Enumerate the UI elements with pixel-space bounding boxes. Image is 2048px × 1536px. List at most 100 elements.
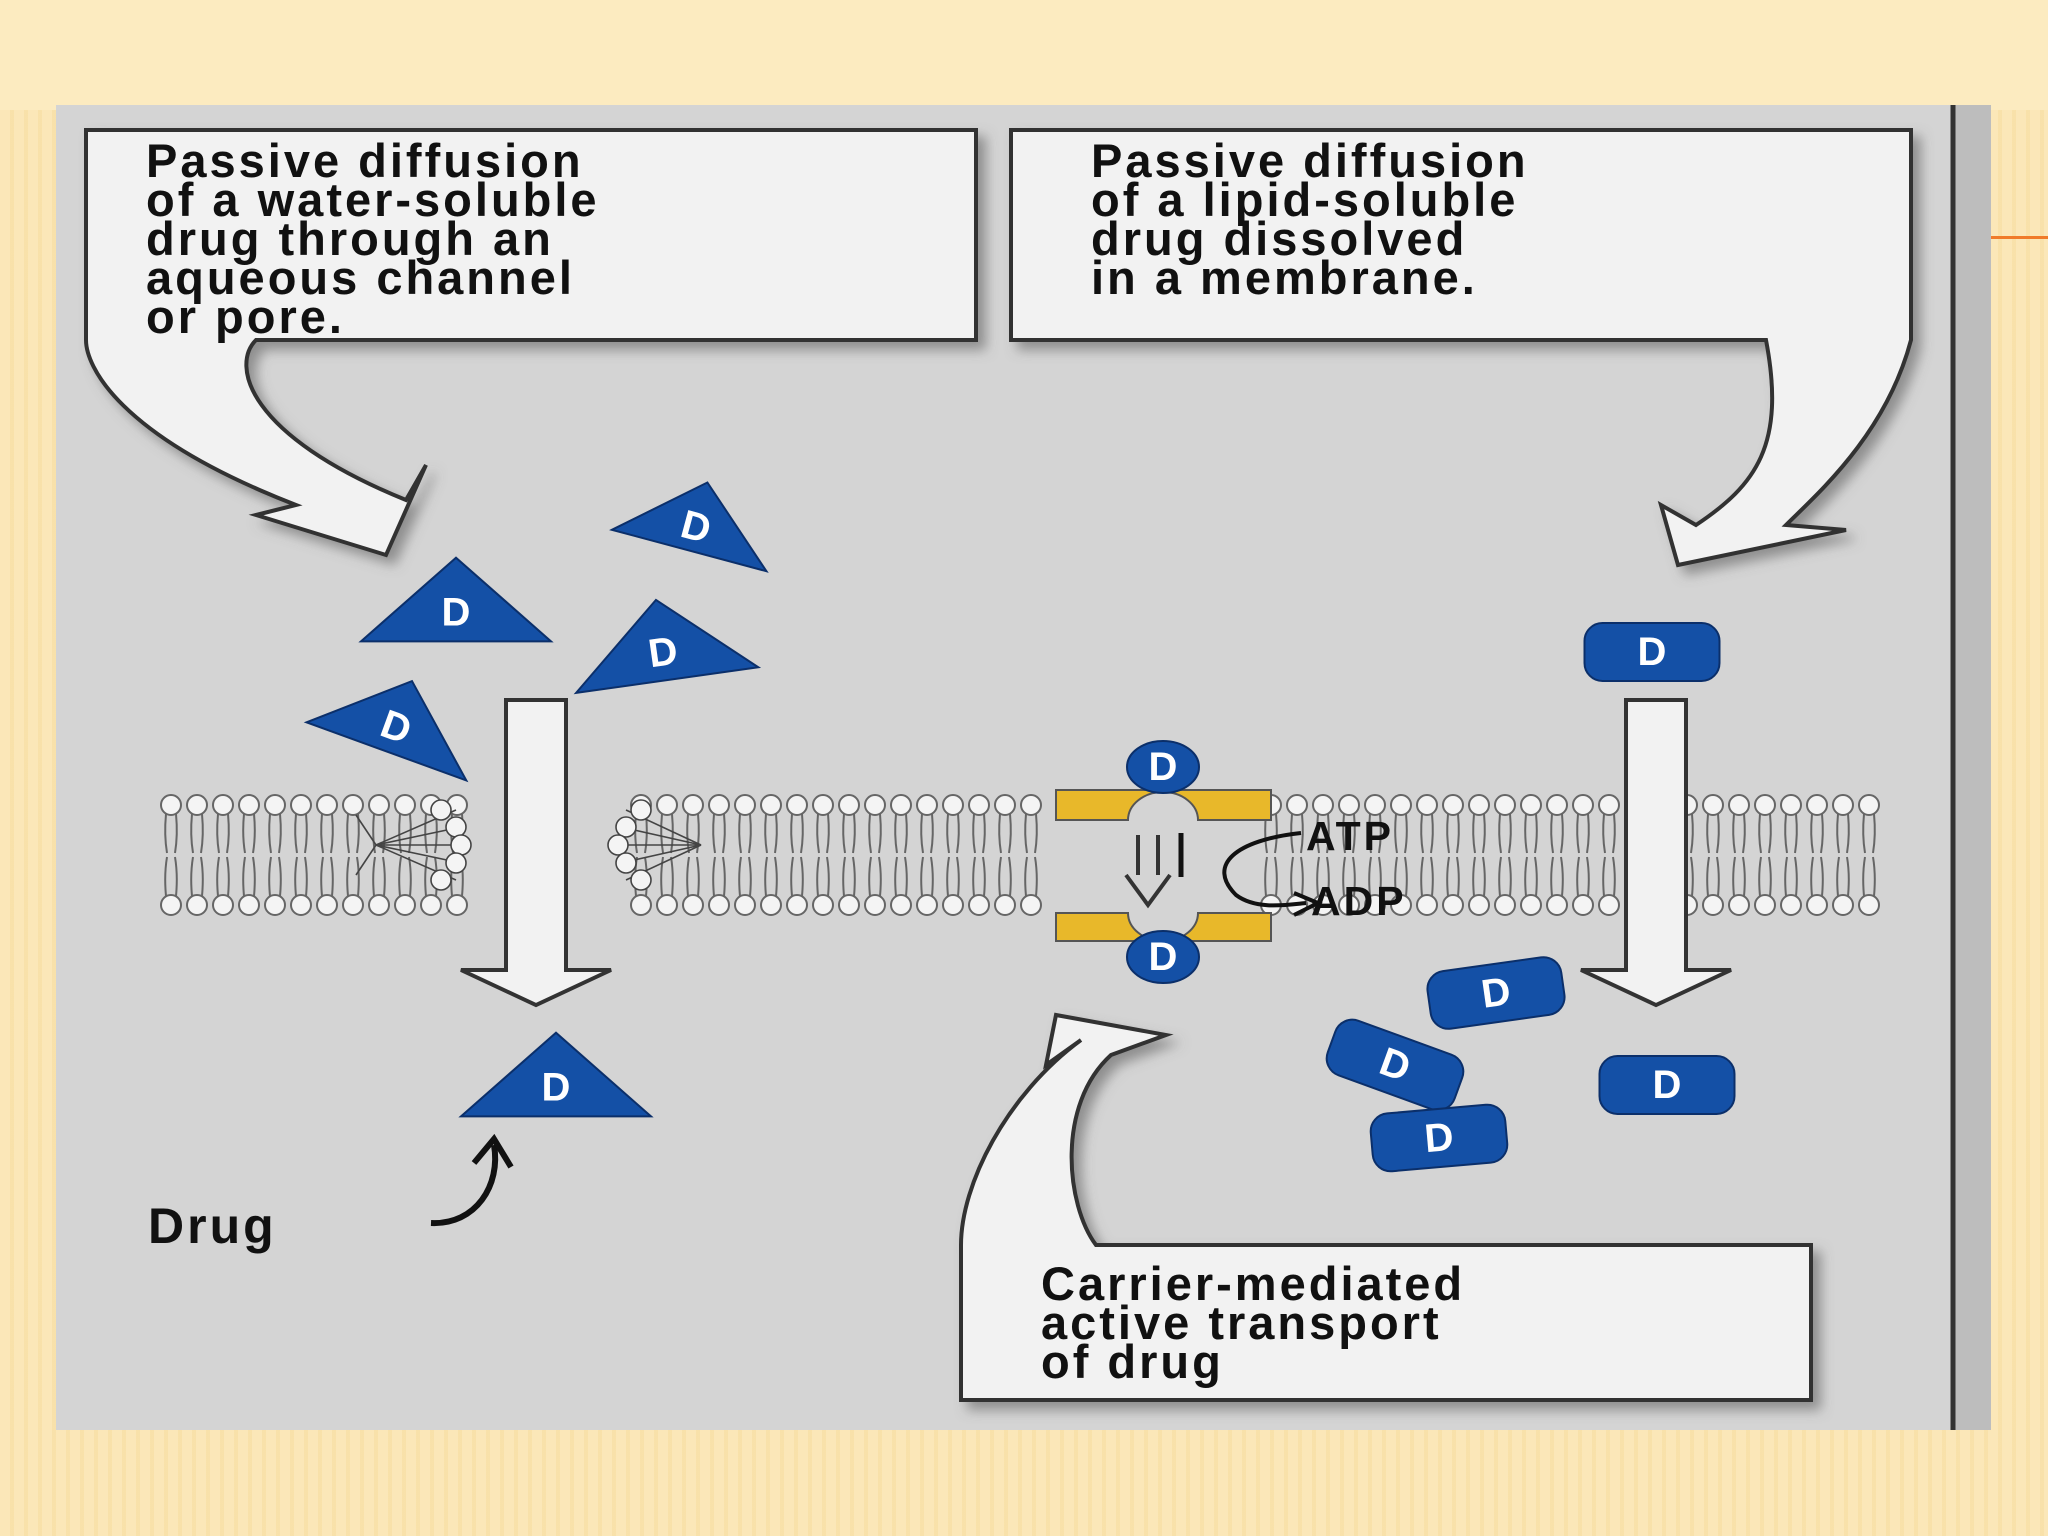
lipid-soluble-drug-molecule: D [1325, 1018, 1465, 1112]
carried-drug-molecule: D [1126, 740, 1200, 794]
phospholipid-inner [1780, 856, 1802, 916]
phospholipid-outer [916, 794, 938, 854]
phospholipid-inner [1020, 856, 1042, 916]
phospholipid-outer [1494, 794, 1516, 854]
carried-drug-molecule: D [1126, 930, 1200, 984]
phospholipid-inner [760, 856, 782, 916]
phospholipid-outer [264, 794, 286, 854]
phospholipid-inner [994, 856, 1016, 916]
phospholipid-inner [1442, 856, 1464, 916]
molecule-letter: D [442, 591, 471, 635]
phospholipid-outer [994, 794, 1016, 854]
molecule-letter: D [1653, 1063, 1682, 1107]
atp-label: ATP [1306, 813, 1394, 859]
phospholipid-outer [316, 794, 338, 854]
callout-water-line-3: drug through an [146, 212, 554, 265]
phospholipid-inner [786, 856, 808, 916]
phospholipid-outer [1858, 794, 1880, 854]
phospholipid-inner [1520, 856, 1542, 916]
phospholipid-inner [864, 856, 886, 916]
phospholipid-outer [1754, 794, 1776, 854]
phospholipid-outer [786, 794, 808, 854]
callout-carrier-line-1: Carrier-mediated [1041, 1257, 1465, 1310]
molecule-letter: D [1149, 935, 1178, 979]
panel-right-edge [1954, 105, 1991, 1430]
callout-lipid-soluble [1009, 128, 1913, 568]
phospholipid-outer [290, 794, 312, 854]
phospholipid-inner [682, 856, 704, 916]
phospholipid-inner [316, 856, 338, 916]
atp-to-adp-arrowhead [1293, 891, 1323, 917]
water-soluble-drug-molecule: D [358, 556, 554, 643]
phospholipid-inner [394, 856, 416, 916]
lipid-soluble-drug-molecule: D [1369, 1103, 1509, 1173]
phospholipid-outer [890, 794, 912, 854]
phospholipid-inner [186, 856, 208, 916]
callout-water-soluble-text: Passive diffusion of a water-soluble dru… [146, 134, 616, 343]
drug-pointer-arrow [430, 1144, 499, 1227]
phospholipid-outer [838, 794, 860, 854]
phospholipid-inner [890, 856, 912, 916]
phospholipid-inner [368, 856, 390, 916]
water-soluble-drug-molecule: D [609, 481, 769, 573]
phospholipid-outer [1416, 794, 1438, 854]
phospholipid-outer [238, 794, 260, 854]
callout-lipid-line-2: of a lipid-soluble [1091, 173, 1518, 226]
water-soluble-drug-molecule: D [303, 679, 469, 783]
phospholipid-inner [942, 856, 964, 916]
figure-canvas: Passive diffusion of a water-soluble dru… [84, 105, 1991, 1430]
phospholipid-inner [1468, 856, 1490, 916]
water-soluble-drug-molecule: D [573, 598, 762, 695]
phospholipid-inner [238, 856, 260, 916]
phospholipid-inner [708, 856, 730, 916]
phospholipid-outer [760, 794, 782, 854]
phospholipid-outer [186, 794, 208, 854]
phospholipid-outer [1572, 794, 1594, 854]
phospholipid-inner [1858, 856, 1880, 916]
phospholipid-inner [1494, 856, 1516, 916]
carrier-small-down-arrow [1124, 835, 1172, 909]
phospholipid-inner [1728, 856, 1750, 916]
callout-carrier-line-3: of drug [1041, 1335, 1224, 1388]
phospholipid-outer [1728, 794, 1750, 854]
phospholipid-outer [160, 794, 182, 854]
callout-water-line-2: of a water-soluble [146, 173, 600, 226]
callout-carrier-line-2: active transport [1041, 1296, 1442, 1349]
lipid-bilayer-membrane [160, 794, 1880, 916]
aqueous-pore-left [355, 799, 472, 891]
drug-pointer-arrowhead [471, 1133, 514, 1169]
callout-carrier-mediated [959, 1012, 1813, 1402]
phospholipid-inner [812, 856, 834, 916]
phospholipid-outer [864, 794, 886, 854]
lipid-soluble-drug-molecule: D [1583, 622, 1721, 682]
phospholipid-inner [734, 856, 756, 916]
molecule-letter: D [646, 629, 681, 677]
phospholipid-inner [342, 856, 364, 916]
callout-water-line-4: aqueous channel [146, 251, 575, 304]
callout-lipid-line-3: drug dissolved [1091, 212, 1467, 265]
phospholipid-inner [968, 856, 990, 916]
carrier-protein-top [1055, 789, 1272, 821]
phospholipid-inner [160, 856, 182, 916]
phospholipid-inner [838, 856, 860, 916]
phospholipid-outer [1780, 794, 1802, 854]
phospholipid-inner [290, 856, 312, 916]
phospholipid-inner [656, 856, 678, 916]
phospholipid-outer [942, 794, 964, 854]
phospholipid-inner [1416, 856, 1438, 916]
callout-water-line-1: Passive diffusion [146, 134, 584, 187]
phospholipid-inner [212, 856, 234, 916]
slide-accent-line [1990, 236, 2048, 239]
phospholipid-outer [708, 794, 730, 854]
adp-label: ADP [1311, 878, 1407, 924]
drug-transport-figure: Passive diffusion of a water-soluble dru… [56, 105, 1991, 1430]
phospholipid-outer [1442, 794, 1464, 854]
phospholipid-outer [1520, 794, 1542, 854]
aqueous-pore-right [607, 799, 702, 891]
phospholipid-outer [1832, 794, 1854, 854]
callout-lipid-line-4: in a membrane. [1091, 251, 1478, 304]
drug-label: Drug [148, 1198, 277, 1254]
phospholipid-inner [1572, 856, 1594, 916]
molecule-letter: D [542, 1066, 571, 1110]
